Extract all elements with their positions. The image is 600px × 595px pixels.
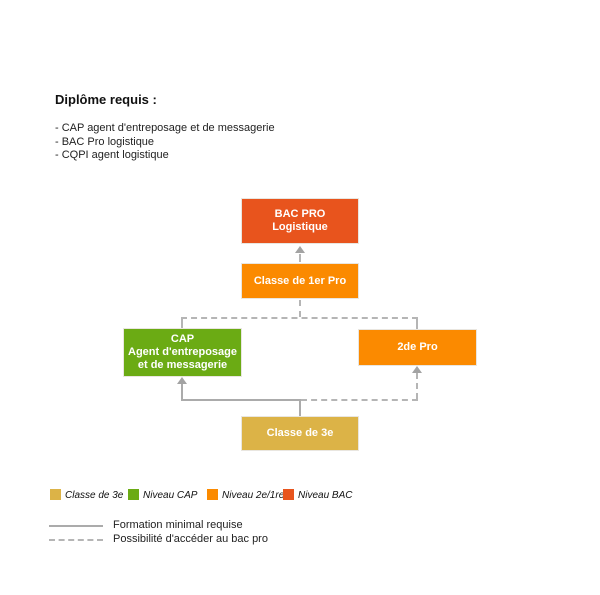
node-label-line: Classe de 1er Pro [253,274,347,287]
node-cap: CAP Agent d'entreposage et de messagerie [123,328,242,377]
legend-line-label: Possibilité d'accéder au bac pro [113,533,268,545]
connector-dashed-horizontal-bottom [301,399,418,401]
legend-label: Niveau 2e/1re [222,490,285,501]
requirements-list: - CAP agent d'entreposage et de messager… [55,122,275,163]
connector-to-2depro-top [416,319,418,329]
node-classe-3e: Classe de 3e [241,416,359,451]
arrow-up-icon [412,366,422,373]
connector-to-2depro-bottom [416,373,418,399]
legend-label: Niveau BAC [298,490,353,501]
connector-solid-horizontal [181,399,301,401]
node-label-line: 2de Pro [397,341,438,353]
node-label-line: Agent d'entreposage [128,346,237,358]
arrow-up-icon [177,377,187,384]
legend-swatch-classe-3e [50,489,61,500]
page-title: Diplôme requis : [55,92,157,107]
requirement-item: - BAC Pro logistique [55,135,155,148]
legend-label: Classe de 3e [65,490,124,501]
connector-to-cap-bottom [181,384,183,399]
connector-1erpro-down [299,300,301,317]
legend-line-label: Formation minimal requise [113,519,243,531]
arrow-up-icon [295,246,305,253]
connector-dashed-horizontal-top [181,317,418,319]
legend-swatch-niveau-bac [283,489,294,500]
legend-swatch-niveau-2e1re [207,489,218,500]
node-label-line: et de messagerie [137,359,228,371]
requirement-item: - CQPI agent logistique [55,149,169,161]
node-2de-pro: 2de Pro [358,329,477,366]
legend-solid-line-swatch [49,525,103,527]
node-label-line: BAC PRO [274,208,326,220]
legend-swatch-niveau-cap [128,489,139,500]
node-classe-1er-pro: Classe de 1er Pro [241,263,359,299]
legend-dashed-line-swatch [49,539,103,541]
connector-1erpro-to-bacpro [299,254,301,262]
node-label-line: Classe de 3e [266,427,334,439]
node-bac-pro: BAC PRO Logistique [241,198,359,244]
connector-to-cap-top [181,319,183,328]
connector-3e-up [299,399,301,416]
requirement-item: - CAP agent d'entreposage et de messager… [55,122,275,134]
legend-label: Niveau CAP [143,490,198,501]
node-label-line: CAP [170,333,195,345]
node-label-line: Logistique [272,221,328,233]
